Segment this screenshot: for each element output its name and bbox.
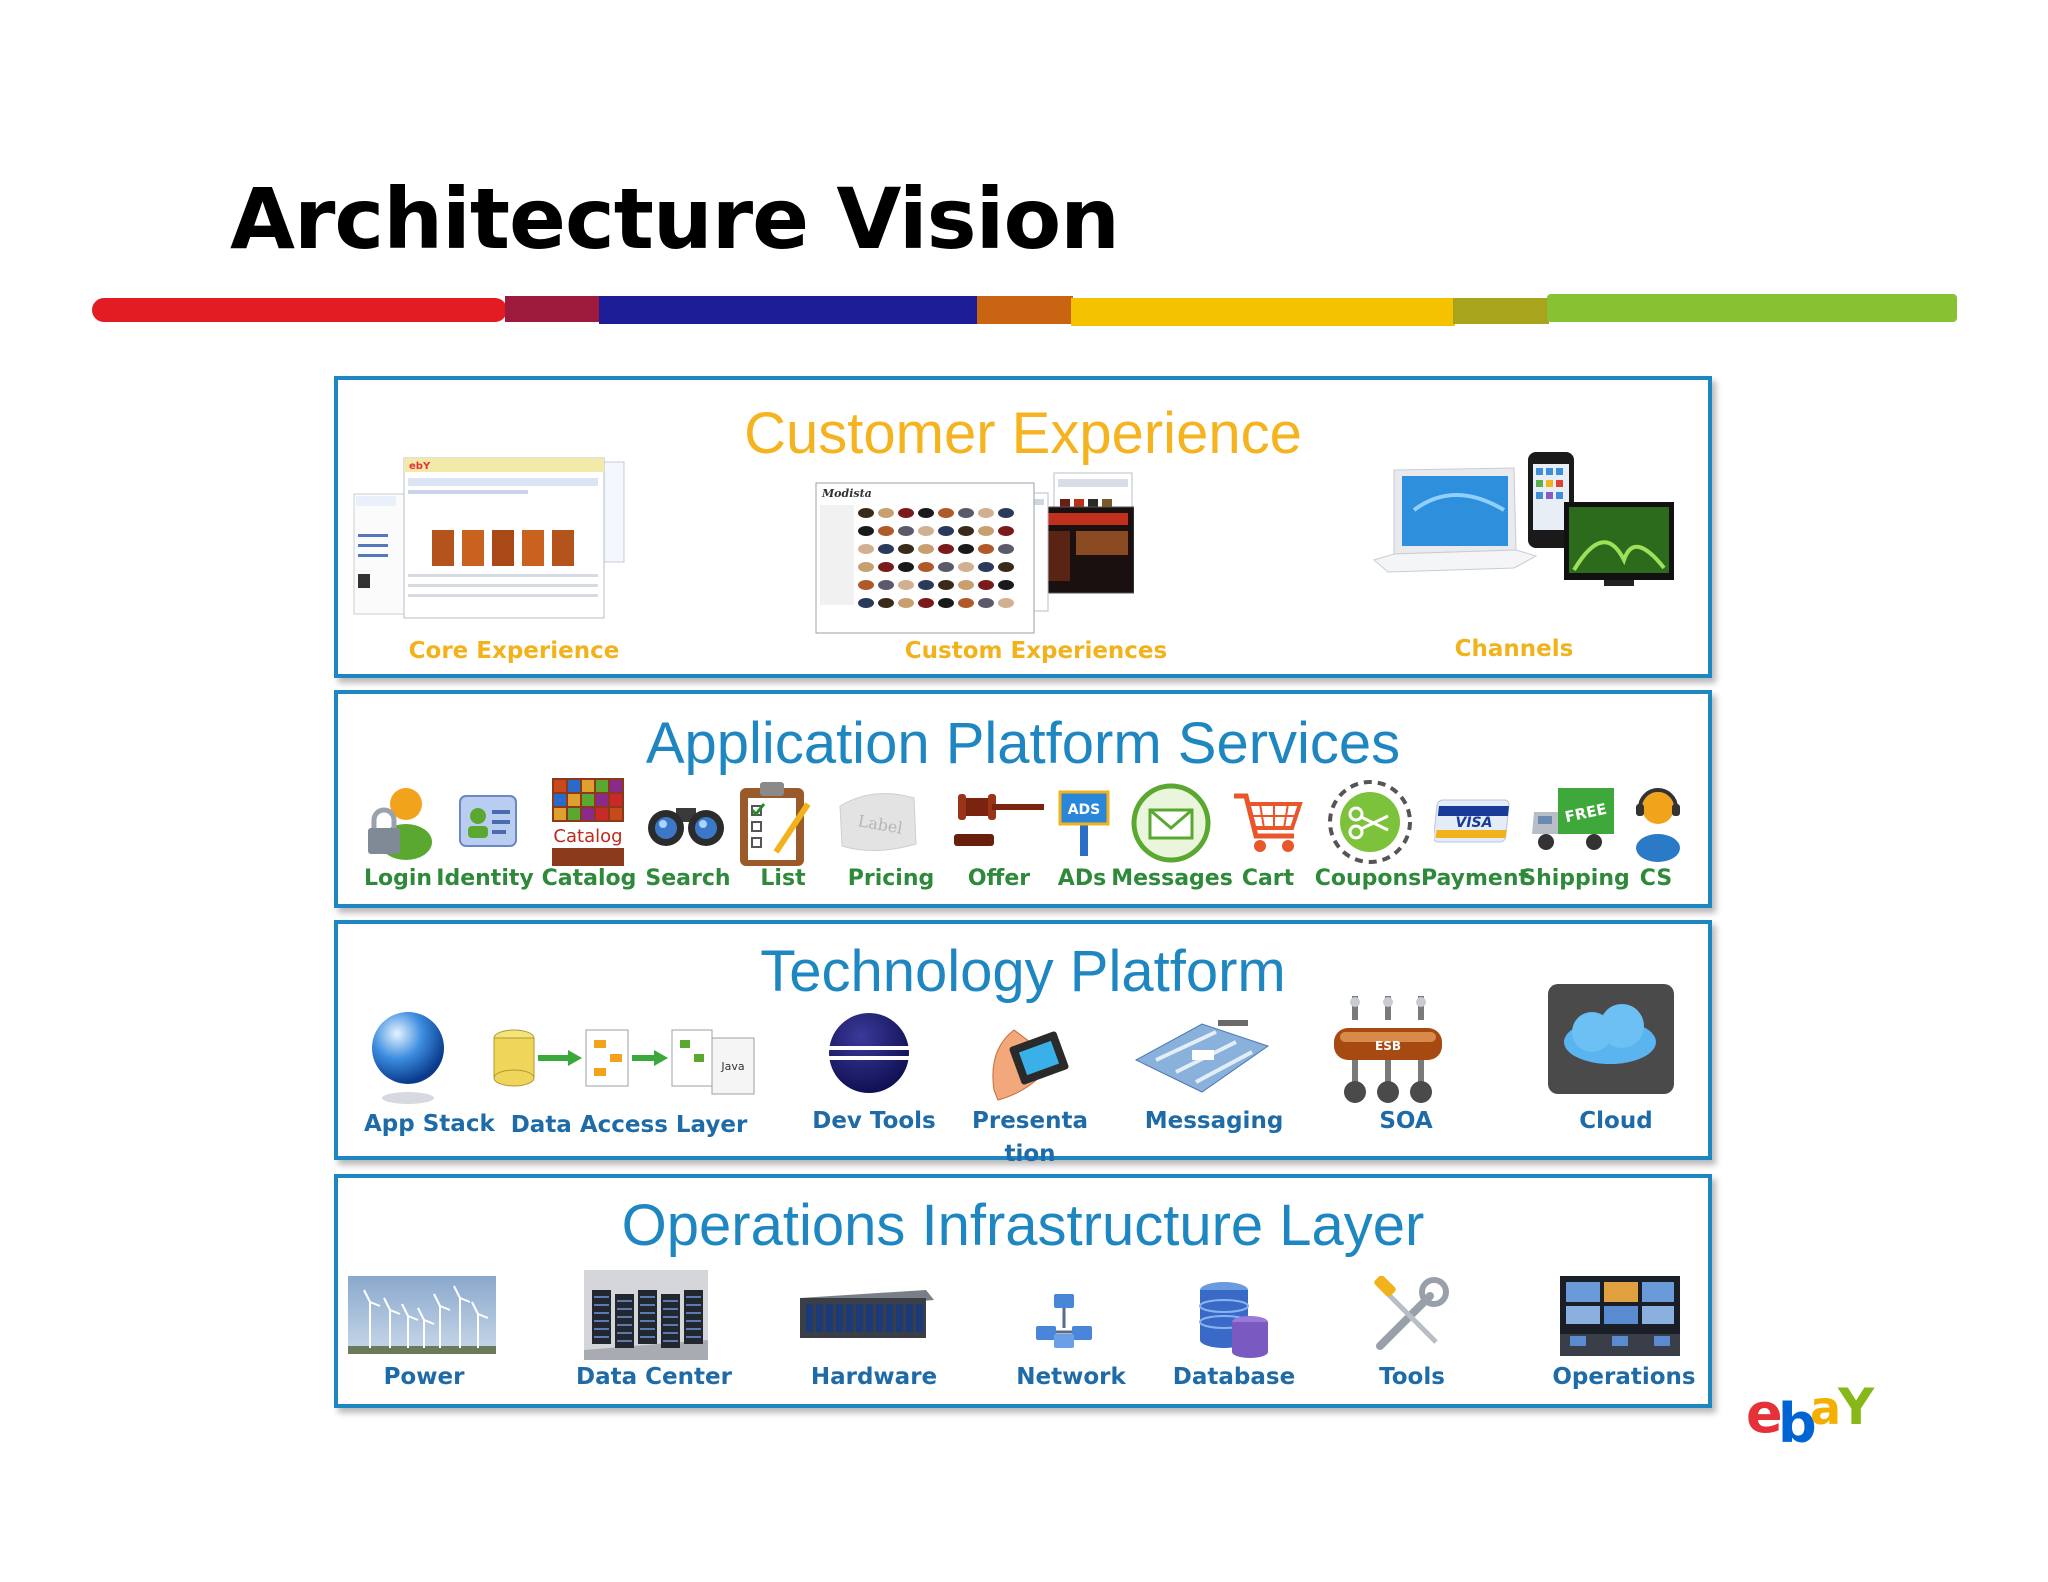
ads-sign-icon-text: ADS — [1068, 802, 1101, 818]
custom-experiences-label: Custom Experiences — [904, 638, 1168, 664]
application-services-content: Catalog Label ADS — [334, 690, 1712, 908]
user-lock-icon — [368, 788, 432, 860]
messages-label: Messages — [1111, 866, 1233, 891]
storefront-screenshots-icon: Modista — [815, 472, 1134, 634]
svg-text:b: b — [1778, 1392, 1817, 1450]
network-icon — [1036, 1294, 1092, 1348]
application-platform-services-title: Application Platform Services — [645, 711, 1401, 776]
binoculars-icon — [648, 808, 724, 846]
shipping-label: Shipping — [1520, 866, 1630, 891]
envelope-icon — [1131, 783, 1211, 863]
data-access-layer-label: Data Access Layer — [510, 1112, 748, 1138]
id-card-icon — [459, 795, 517, 847]
operations-room-icon — [1560, 1276, 1680, 1356]
database-icon — [1199, 1282, 1268, 1358]
catalog-icon: Catalog — [552, 778, 624, 866]
svg-text:e: e — [1746, 1382, 1783, 1445]
presentation-label-line2: tion — [1004, 1141, 1056, 1167]
devices-icon — [1372, 452, 1674, 586]
messaging-label: Messaging — [1144, 1108, 1284, 1134]
visa-card-icon: VISA — [1434, 799, 1510, 843]
payment-label: Payment — [1420, 866, 1530, 891]
delivery-truck-icon: FREE — [1532, 788, 1614, 850]
visa-card-icon-text: VISA — [1456, 815, 1493, 831]
headset-agent-icon — [1636, 788, 1680, 862]
coupon-scissors-icon — [1328, 780, 1412, 864]
operations-infrastructure-content: Power Data Center Hardware Network Datab… — [334, 1174, 1712, 1408]
esb-bus-icon-text: ESB — [1375, 1039, 1401, 1053]
network-label: Network — [1016, 1364, 1126, 1390]
messaging-map-icon — [1134, 1020, 1270, 1093]
ads-sign-icon: ADS — [1058, 790, 1110, 856]
blue-sphere-icon — [372, 1012, 444, 1104]
search-label: Search — [645, 866, 731, 891]
operations-infrastructure-title: Operations Infrastructure Layer — [621, 1193, 1425, 1258]
dev-tools-label: Dev Tools — [812, 1108, 936, 1134]
svg-text:Modista: Modista — [821, 487, 872, 500]
esb-bus-icon: ESB — [1334, 996, 1442, 1103]
price-label-icon: Label — [839, 793, 917, 852]
hardware-label: Hardware — [810, 1364, 938, 1390]
wind-turbines-icon — [348, 1276, 496, 1354]
data-center-label: Data Center — [576, 1364, 732, 1390]
customer-experience-content: ebY Modista — [334, 376, 1712, 678]
cs-label: CS — [1639, 866, 1673, 891]
catalog-label: Catalog — [541, 866, 637, 891]
gavel-icon — [954, 794, 1044, 846]
database-label: Database — [1172, 1364, 1296, 1390]
login-label: Login — [363, 866, 433, 891]
app-stack-label: App Stack — [364, 1111, 495, 1137]
clipboard-icon — [740, 782, 811, 866]
technology-platform-content: Java ESB App Stack Data Access Layer — [334, 920, 1712, 1182]
rack-server-icon — [800, 1290, 934, 1338]
accent-color-bar — [92, 294, 1957, 326]
eclipse-icon — [829, 1013, 909, 1093]
server-racks-icon — [584, 1270, 708, 1360]
operations-label: Operations — [1552, 1364, 1696, 1390]
catalog-icon-text: Catalog — [553, 826, 622, 847]
shopping-cart-icon — [1234, 793, 1303, 852]
pricing-label: Pricing — [847, 866, 935, 891]
data-flow-icon-text: Java — [720, 1060, 744, 1073]
list-label: List — [760, 866, 806, 891]
core-experience-label: Core Experience — [408, 638, 620, 664]
power-label: Power — [383, 1364, 465, 1390]
svg-text:ebY: ebY — [409, 461, 431, 472]
channels-label: Channels — [1454, 636, 1574, 662]
technology-platform-title: Technology Platform — [760, 939, 1286, 1004]
customer-experience-title: Customer Experience — [744, 401, 1302, 466]
ebay-webpage-screenshots-icon: ebY — [353, 457, 625, 619]
slide-title: Architecture Vision — [230, 170, 1120, 268]
presentation-label-line1: Presenta — [972, 1108, 1088, 1134]
soa-label: SOA — [1379, 1108, 1433, 1134]
coupons-label: Coupons — [1314, 866, 1422, 891]
svg-text:Y: Y — [1837, 1380, 1875, 1436]
data-flow-icon: Java — [493, 1029, 755, 1095]
identity-label: Identity — [436, 866, 534, 891]
ebay-logo: e b a Y — [1746, 1380, 1875, 1450]
operations-infrastructure-panel: Operations Infrastructure Layer — [334, 1174, 1712, 1408]
cart-label: Cart — [1241, 866, 1295, 891]
offer-label: Offer — [967, 866, 1031, 891]
tools-label: Tools — [1379, 1364, 1445, 1390]
wrench-screwdriver-icon — [1374, 1276, 1449, 1350]
cloud-icon — [1548, 984, 1674, 1094]
ads-label: ADs — [1057, 866, 1107, 891]
svg-text:a: a — [1810, 1381, 1841, 1435]
film-strip-icon — [992, 1029, 1069, 1101]
cloud-label: Cloud — [1579, 1108, 1653, 1134]
